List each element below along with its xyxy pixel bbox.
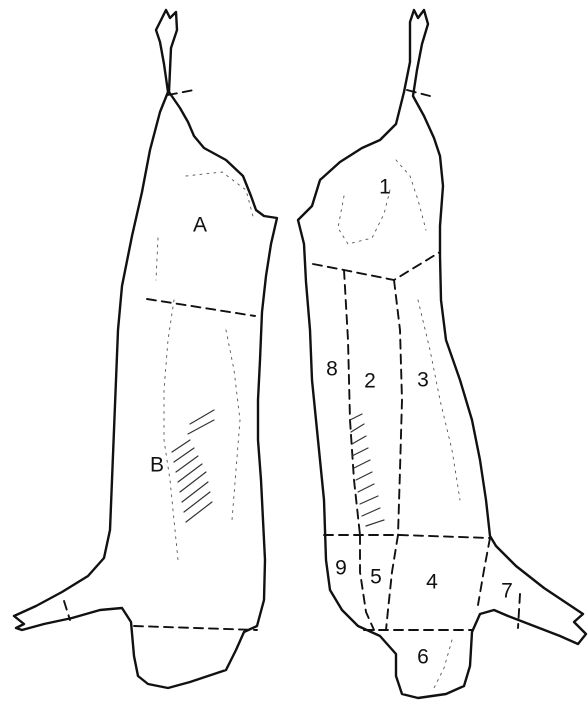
- left-rib-shading: [164, 300, 178, 560]
- label-6: 6: [417, 646, 429, 669]
- label-5: 5: [370, 566, 382, 589]
- right-cut-round: [324, 535, 490, 538]
- label-8: 8: [326, 358, 338, 381]
- right-side-outline: [298, 10, 586, 698]
- right-cut-heel: [478, 538, 490, 605]
- left-cut-fore-hind: [147, 299, 255, 316]
- right-cut-plate-right: [394, 280, 402, 535]
- label-7: 7: [501, 580, 513, 603]
- label-9: 9: [335, 557, 347, 580]
- label-1: 1: [379, 176, 391, 199]
- left-cut-shank: [134, 626, 257, 630]
- right-cut-neck: [407, 90, 430, 96]
- right-cut-rump: [386, 535, 398, 630]
- right-shoulder-shading: [396, 160, 426, 230]
- left-loin-shading: [226, 330, 240, 520]
- label-b: B: [150, 454, 164, 477]
- label-3: 3: [417, 369, 429, 392]
- left-side-outline: [14, 10, 277, 688]
- label-a: A: [193, 214, 207, 237]
- left-cut-tail: [64, 601, 70, 620]
- right-cut-plate-left: [344, 270, 360, 535]
- right-shank-shading: [434, 640, 452, 688]
- left-hatching: [172, 410, 214, 522]
- right-loin-shading: [418, 300, 460, 500]
- right-cut-tail: [518, 594, 520, 628]
- label-2: 2: [364, 370, 376, 393]
- left-chuck-shading: [156, 238, 158, 280]
- right-side: 1 2 3 4 5 6 7 8 9: [298, 10, 586, 698]
- label-4: 4: [426, 571, 438, 594]
- left-cut-neck: [168, 90, 194, 95]
- left-side: A B: [14, 10, 277, 688]
- right-hatching: [350, 414, 384, 526]
- right-cut-chuck: [313, 252, 440, 280]
